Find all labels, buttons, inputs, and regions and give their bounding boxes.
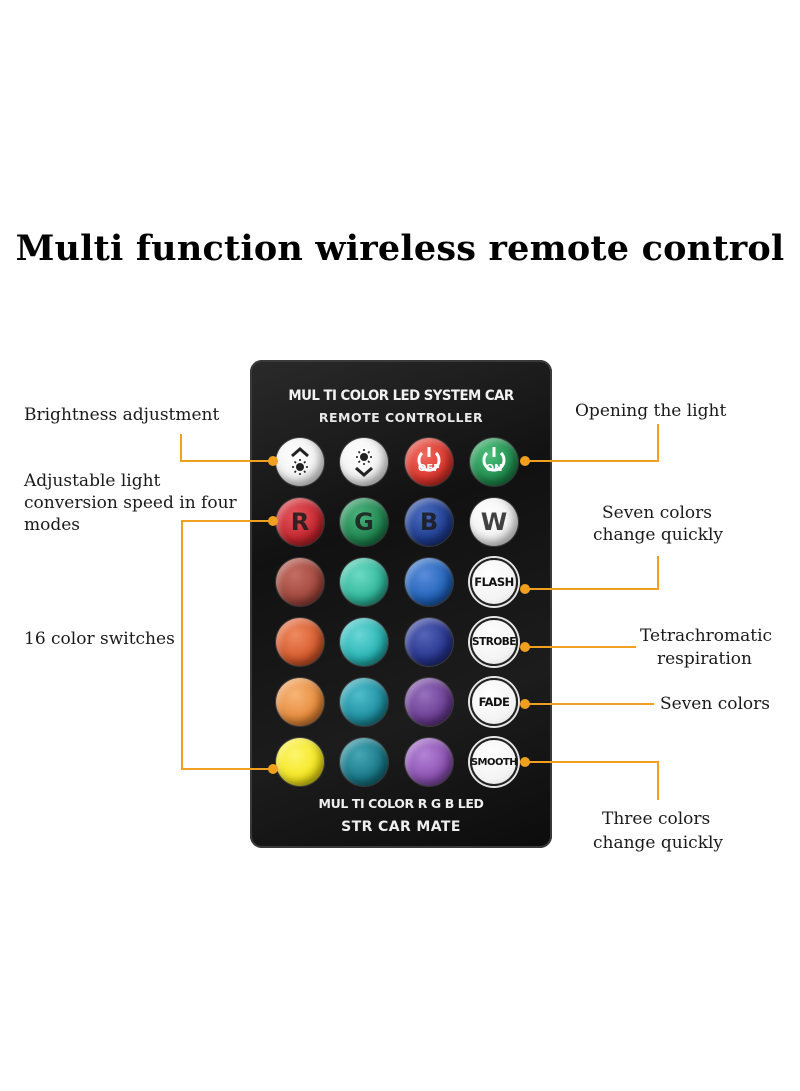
connector-line <box>524 646 636 648</box>
connector-dot <box>268 516 278 526</box>
connector-line <box>181 520 183 770</box>
remote-brand-text: STR CAR MATE <box>341 819 461 835</box>
color-button-teal[interactable] <box>340 678 388 726</box>
brightness-down-icon <box>355 449 373 477</box>
strobe-button[interactable]: STROBE <box>470 618 518 666</box>
remote-footer-text: MUL TI COLOR R G B LED <box>318 796 484 811</box>
color-button-aqua[interactable] <box>340 558 388 606</box>
on-button[interactable]: ON <box>470 438 518 486</box>
b-label: B <box>419 508 439 536</box>
color-button-light-orange[interactable] <box>276 678 324 726</box>
connector-line <box>524 588 659 590</box>
strobe-label: STROBE <box>472 636 516 648</box>
remote-header-title: MUL TI COLOR LED SYSTEM CAR <box>288 388 514 404</box>
w-label: W <box>480 508 508 536</box>
connector-dot <box>268 764 278 774</box>
callout-tetra-line2: respiration <box>657 649 752 669</box>
callout-seven-colors: Seven colors <box>660 694 771 714</box>
connector-dot <box>520 757 530 767</box>
callout-speed-line3: modes <box>24 515 81 535</box>
g-label: G <box>354 508 374 536</box>
power-icon <box>417 447 441 472</box>
connector-line <box>657 762 659 800</box>
flash-button[interactable]: FLASH <box>470 558 518 606</box>
callout-color-switches: 16 color switches <box>24 629 175 649</box>
color-button-yellow[interactable] <box>276 738 324 786</box>
color-button-deep-teal[interactable] <box>340 738 388 786</box>
brightness-up-button[interactable] <box>276 438 324 486</box>
color-button-purple[interactable] <box>405 678 453 726</box>
remote-control: MUL TI COLOR LED SYSTEM CAR REMOTE CONTR… <box>250 360 552 848</box>
callout-three-line1: Three colors <box>602 809 711 829</box>
connector-line <box>180 460 273 462</box>
brightness-down-button[interactable] <box>340 438 388 486</box>
brightness-up-icon <box>291 447 309 475</box>
r-label: R <box>290 508 310 536</box>
connector-line <box>524 761 659 763</box>
smooth-label: SMOOTH <box>470 756 518 768</box>
color-button-orange[interactable] <box>276 618 324 666</box>
connector-dot <box>520 584 530 594</box>
callout-seven-quick-line1: Seven colors <box>602 503 713 523</box>
color-button-dark-blue[interactable] <box>405 618 453 666</box>
color-button-cyan[interactable] <box>340 618 388 666</box>
red-button[interactable]: R <box>276 498 324 546</box>
callout-speed-line1: Adjustable light <box>24 471 161 491</box>
smooth-button[interactable]: SMOOTH <box>470 738 518 786</box>
callout-three-line2: change quickly <box>593 833 724 853</box>
fade-label: FADE <box>478 695 510 709</box>
connector-line <box>180 434 182 461</box>
white-button[interactable]: W <box>470 498 518 546</box>
callout-brightness: Brightness adjustment <box>24 405 220 425</box>
connector-line <box>181 520 274 522</box>
connector-line <box>657 424 659 461</box>
callout-opening: Opening the light <box>575 401 727 421</box>
callout-speed-line2: conversion speed in four <box>24 493 237 513</box>
connector-line <box>524 460 659 462</box>
flash-label: FLASH <box>474 575 514 589</box>
callout-seven-quick-line2: change quickly <box>593 525 724 545</box>
page-title: Multi function wireless remote control <box>15 228 785 269</box>
connector-line <box>524 703 654 705</box>
connector-dot <box>268 456 278 466</box>
color-button-brown[interactable] <box>276 558 324 606</box>
power-icon <box>482 447 506 472</box>
fade-button[interactable]: FADE <box>470 678 518 726</box>
off-button[interactable]: OFF <box>405 438 453 486</box>
connector-line <box>657 556 659 590</box>
blue-button[interactable]: B <box>405 498 453 546</box>
connector-dot <box>520 642 530 652</box>
connector-dot <box>520 699 530 709</box>
callout-tetra-line1: Tetrachromatic <box>640 626 773 646</box>
color-button-violet[interactable] <box>405 738 453 786</box>
connector-line <box>181 768 274 770</box>
color-button-mid-blue[interactable] <box>405 558 453 606</box>
off-label: OFF <box>417 462 441 474</box>
remote-header-subtitle: REMOTE CONTROLLER <box>318 410 484 425</box>
on-label: ON <box>485 462 503 474</box>
connector-dot <box>520 456 530 466</box>
green-button[interactable]: G <box>340 498 388 546</box>
